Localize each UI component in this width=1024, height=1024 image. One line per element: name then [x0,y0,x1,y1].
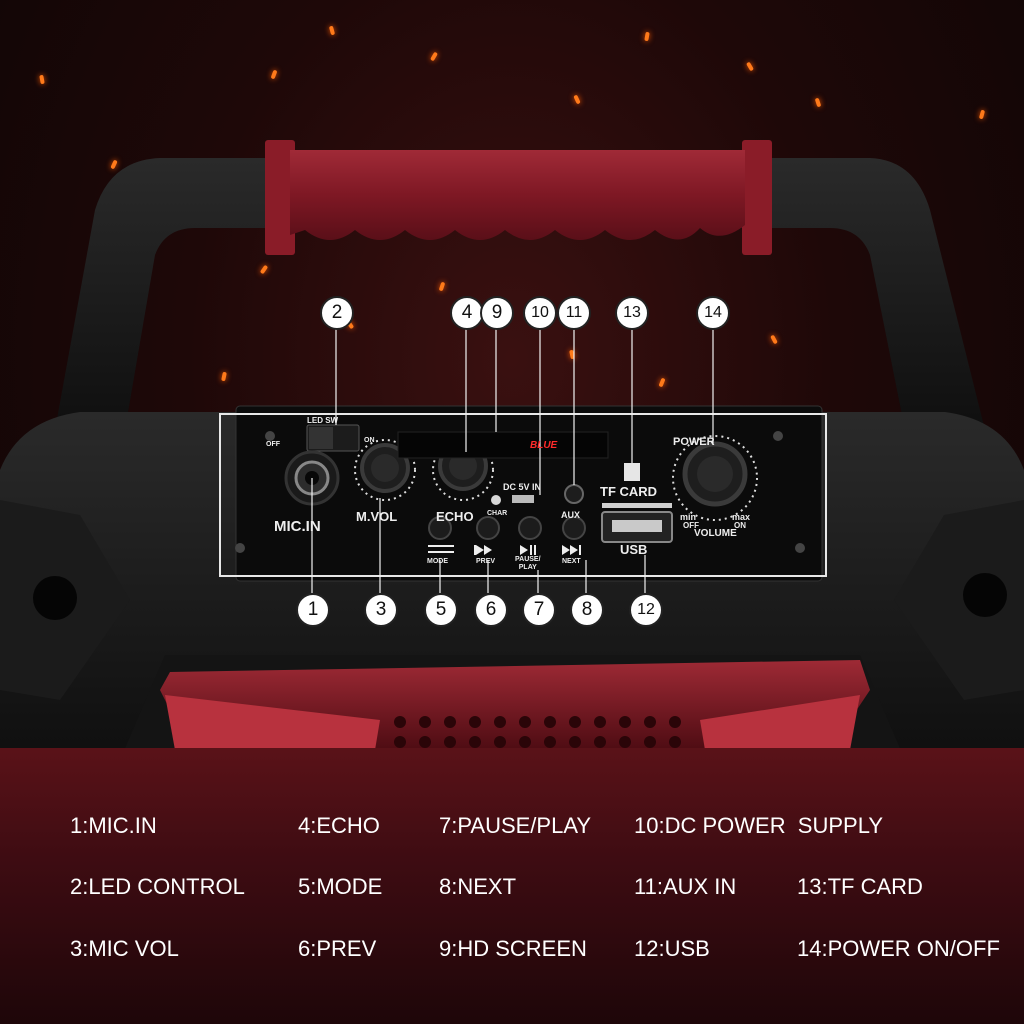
tf-card-slot[interactable] [602,503,672,508]
next-button[interactable] [562,516,586,540]
callout-9: 9 [480,296,514,330]
feature-legend: 1:MIC.IN 2:LED CONTROL 3:MIC VOL 4:ECHO … [0,748,1024,1024]
aux-label: AUX [561,510,581,520]
hd-screen [397,431,609,459]
control-panel [284,326,758,593]
mic-volume-knob[interactable] [354,439,416,501]
off-label: OFF [266,441,280,448]
pause-play-button[interactable] [518,516,542,540]
dc-port[interactable] [512,495,534,503]
min-off-label: OFF [683,521,699,530]
callout-10: 10 [523,296,557,330]
legend-item-12: 12:USB [634,936,710,961]
leader-lines [311,326,714,593]
screen-display-text: BLUE [530,440,558,451]
mode-button[interactable] [428,516,452,540]
usb-label: USB [620,542,648,557]
volume-label: VOLUME [694,528,737,539]
aux-port[interactable] [564,484,584,504]
on-label: ON [364,437,375,444]
legend-item-5: 5:MODE [298,874,383,899]
legend-item-9: 9:HD SCREEN [439,936,587,961]
legend-item-13: 13:TF CARD [797,874,923,899]
mic-in-label: MIC.IN [274,518,321,535]
callout-4: 4 [450,296,484,330]
transport-icons [428,545,581,555]
callout-2: 2 [320,296,354,330]
legend-item-3: 3:MIC VOL [70,936,179,961]
callout-13: 13 [615,296,649,330]
power-volume-knob[interactable] [672,435,758,521]
next-label: NEXT [562,558,581,565]
echo-label: ECHO [436,509,474,524]
callout-11: 11 [557,296,591,330]
callout-12: 12 [629,593,663,627]
dc-5v-in-label: DC 5V IN [503,482,542,492]
legend-item-11: 11:AUX IN [634,874,737,899]
legend-item-10: 10:DC POWER SUPPLY [634,813,883,838]
callout-5: 5 [424,593,458,627]
legend-item-6: 6:PREV [298,936,377,961]
legend-item-14: 14:POWER ON/OFF [797,936,1000,961]
callout-14: 14 [696,296,730,330]
callout-3: 3 [364,593,398,627]
legend-item-2: 2:LED CONTROL [70,874,245,899]
power-label: POWER [673,436,715,448]
prev-label: PREV [476,558,496,565]
char-label: CHAR [487,510,508,517]
prev-button[interactable] [476,516,500,540]
m-vol-label: M.VOL [356,509,398,524]
max-label: max [732,512,751,522]
callout-7: 7 [522,593,556,627]
led-sw-label: LED SW [307,416,339,425]
pause-play-label: PAUSE/ PLAY [515,556,541,571]
legend-item-7: 7:PAUSE/PLAY [439,813,592,838]
usb-port[interactable] [601,511,673,543]
min-label: min [680,512,697,522]
legend-item-8: 8:NEXT [439,874,517,899]
legend-item-4: 4:ECHO [298,813,380,838]
max-on-label: ON [734,521,746,530]
callout-1: 1 [296,593,330,627]
legend-item-1: 1:MIC.IN [70,813,157,838]
callout-8: 8 [570,593,604,627]
tf-card-label: TF CARD [600,484,658,499]
callout-6: 6 [474,593,508,627]
mode-label: MODE [427,558,448,565]
